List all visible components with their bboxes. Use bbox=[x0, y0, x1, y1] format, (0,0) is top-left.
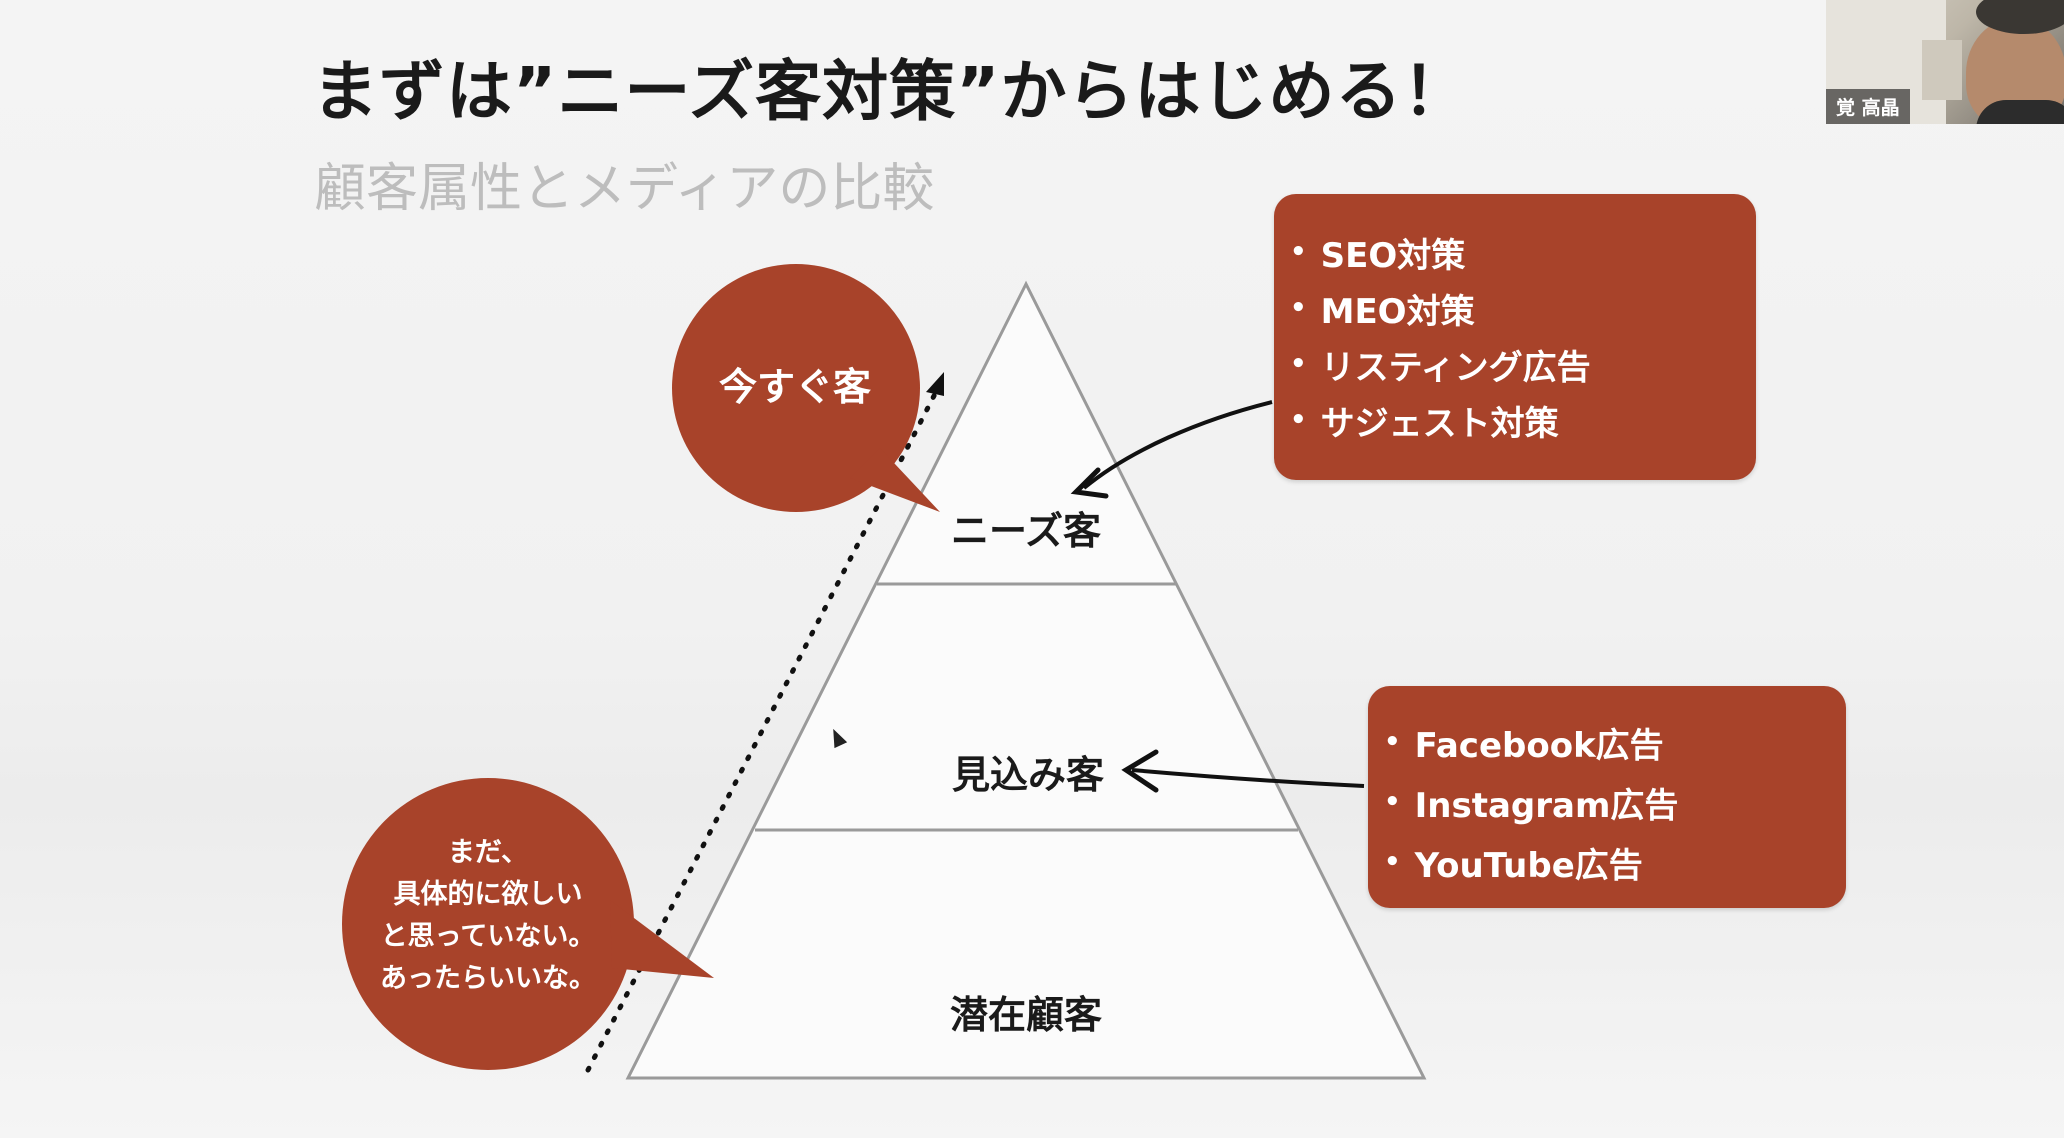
bullet-icon: • bbox=[1384, 727, 1401, 757]
tier-label-needs: ニーズ客 bbox=[950, 509, 1102, 553]
tier-label-prospect: 見込み客 bbox=[951, 753, 1105, 797]
bullet-icon: • bbox=[1290, 237, 1307, 267]
bubble-bottom-text: まだ、 具体的に欲しい と思っていない。 あったらいいな。 bbox=[358, 832, 618, 1000]
callout-prospect-list: •Facebook広告 •Instagram広告 •YouTube広告 bbox=[1368, 686, 1846, 892]
participant-shirt bbox=[1976, 100, 2064, 124]
bullet-icon: • bbox=[1290, 405, 1307, 435]
bubble-bottom-line-1: まだ、 bbox=[447, 837, 529, 868]
bullet-icon: • bbox=[1384, 847, 1401, 877]
bullet-icon: • bbox=[1290, 349, 1307, 379]
bullet-icon: • bbox=[1384, 787, 1401, 817]
callout-prospect-item: •Facebook広告 bbox=[1384, 725, 1664, 766]
arrow-prospect-head bbox=[1121, 749, 1159, 793]
callout-prospect-media: •Facebook広告 •Instagram広告 •YouTube広告 bbox=[1368, 686, 1846, 908]
slide-title: まずは”ニーズ客対策”からはじめる！ bbox=[312, 53, 1470, 130]
dotted-arrow-head bbox=[926, 372, 944, 396]
callout-needs-item: •MEO対策 bbox=[1290, 291, 1475, 332]
bubble-top-circle bbox=[672, 264, 920, 512]
bubble-bottom-line-4: あったらいいな。 bbox=[380, 963, 596, 994]
bubble-bottom-circle bbox=[342, 778, 634, 1070]
callout-prospect-item: •YouTube広告 bbox=[1384, 845, 1643, 886]
callout-needs-list: •SEO対策 •MEO対策 •リスティング広告 •サジェスト対策 bbox=[1274, 194, 1756, 448]
callout-needs-media: •SEO対策 •MEO対策 •リスティング広告 •サジェスト対策 bbox=[1274, 194, 1756, 480]
bubble-top-text: 今すぐ客 bbox=[718, 365, 871, 409]
bubble-top-tail bbox=[850, 448, 940, 512]
slide-subtitle: 顧客属性とメディアの比較 bbox=[314, 159, 935, 219]
arrow-needs bbox=[1082, 400, 1273, 490]
callout-needs-item: •SEO対策 bbox=[1290, 235, 1466, 276]
bubble-bottom-line-2: 具体的に欲しい bbox=[393, 879, 583, 910]
bubble-bottom-tail bbox=[610, 900, 714, 978]
participant-name: 覚 高晶 bbox=[1826, 89, 1910, 124]
participant-video-tile[interactable]: 覚 高晶 bbox=[1826, 0, 2064, 124]
video-background-shelf bbox=[1922, 40, 1962, 100]
callout-needs-item: •サジェスト対策 bbox=[1290, 403, 1559, 444]
tier-label-latent: 潜在顧客 bbox=[949, 993, 1103, 1037]
callout-needs-item: •リスティング広告 bbox=[1290, 347, 1591, 388]
pyramid-outline bbox=[625, 280, 1427, 1080]
arrow-needs-head bbox=[1070, 467, 1109, 499]
arrow-prospect bbox=[1131, 768, 1365, 788]
callout-prospect-item: •Instagram広告 bbox=[1384, 785, 1679, 826]
bullet-icon: • bbox=[1290, 293, 1307, 323]
bubble-bottom-line-3: と思っていない。 bbox=[380, 921, 596, 952]
